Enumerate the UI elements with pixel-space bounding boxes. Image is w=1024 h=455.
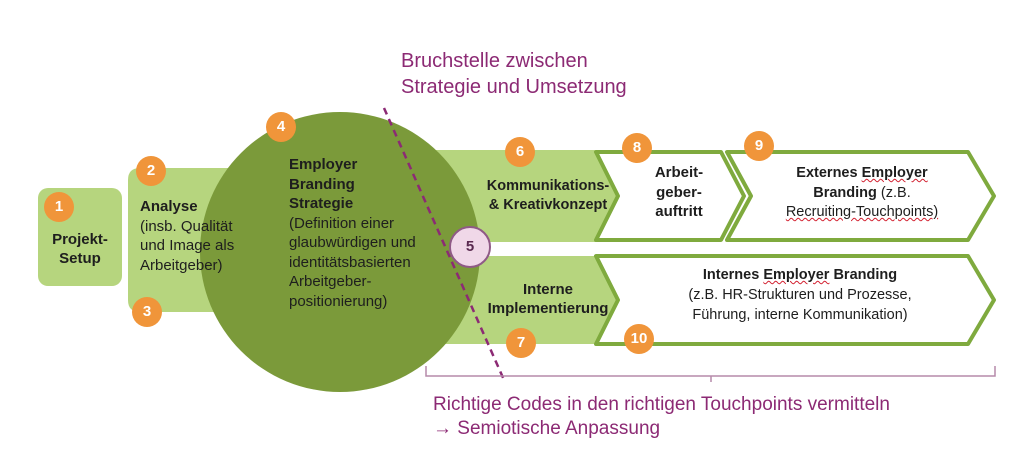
- step-4-line-1: (Definition einer: [289, 214, 395, 232]
- annotation-bottom-line-2: → Semiotische Anpassung: [433, 418, 661, 439]
- step-6-badge: 6: [505, 137, 535, 167]
- step-10-chevron: [594, 254, 996, 346]
- step-6-line-1: Kommunikations-: [486, 178, 610, 194]
- step-2-line-2: und Image als: [140, 237, 235, 254]
- step-9-badge: 9: [744, 131, 774, 161]
- step-2-line-3: Arbeitgeber): [140, 256, 223, 274]
- step-8-line-3: auftritt: [655, 203, 703, 220]
- step-4-circle: [200, 112, 480, 392]
- step-10-title-a: Internes: [702, 267, 764, 283]
- step-9-title-b: Employer: [861, 165, 928, 181]
- step-8-line-2: geber-: [656, 183, 702, 201]
- step-2-line-1: (insb. Qualität: [140, 217, 233, 235]
- step-9-line-3: Recruiting-Touchpoints): [785, 204, 939, 220]
- step-1-line-2: Setup: [59, 250, 101, 267]
- step-4-title-2: Branding: [289, 175, 355, 193]
- step-8-badge: 8: [622, 133, 652, 163]
- step-1-line-1: Projekt-: [52, 231, 108, 248]
- annotation-top-line-2: Strategie und Umsetzung: [401, 76, 627, 98]
- step-7-label: Interne Implementierung: [462, 280, 634, 318]
- step-7-line-2: Implementierung: [487, 300, 609, 317]
- step-4-line-2: glaubwürdigen und: [289, 234, 416, 251]
- step-1-badge: 1: [44, 192, 74, 222]
- break-line: [382, 107, 506, 381]
- step-9-line2-a: Branding: [813, 184, 877, 201]
- step-6-label: Kommunikations- & Kreativkonzept: [462, 177, 634, 215]
- step-1-label: Projekt- Setup: [38, 230, 122, 268]
- step-4-label: Employer Branding Strategie (Definition …: [289, 155, 416, 311]
- annotation-bottom-line-1: Richtige Codes in den richtigen Touchpoi…: [433, 394, 890, 415]
- step-9-chevron: [725, 150, 996, 242]
- annotation-top-line-1: Bruchstelle zwischen: [401, 50, 588, 72]
- step-4-title-1: Employer: [289, 156, 358, 173]
- step-6-line-2: & Kreativkonzept: [488, 197, 608, 213]
- annotation-bottom: Richtige Codes in den richtigen Touchpoi…: [433, 393, 890, 441]
- step-10-title-c: Branding: [829, 267, 898, 283]
- step-9-line2-b: (z.B.: [876, 184, 911, 201]
- step-4-badge: 4: [266, 112, 296, 142]
- step-4-line-3: identitätsbasierten: [289, 253, 411, 271]
- step-2-title: Analyse: [140, 198, 198, 215]
- step-10-line-2: (z.B. HR-Strukturen und Prozesse,: [688, 287, 912, 303]
- step-9-line-2: Branding (z.B.: [752, 184, 972, 204]
- step-5-badge: 5: [449, 226, 491, 268]
- step-8-label: Arbeit- geber- auftritt: [634, 163, 724, 222]
- step-2-badge: 2: [136, 156, 166, 186]
- step-8-line-1: Arbeit-: [654, 164, 704, 181]
- step-9-title-a: Externes: [796, 165, 862, 181]
- step-4-line-4: Arbeitgeber-: [289, 273, 372, 290]
- step-7-badge: 7: [506, 328, 536, 358]
- step-10-line-1: Internes Employer Branding: [630, 265, 970, 285]
- step-3-badge: 3: [132, 297, 162, 327]
- step-10-label: Internes Employer Branding (z.B. HR-Stru…: [630, 265, 970, 325]
- step-9-line-1: Externes Employer: [752, 164, 972, 184]
- annotation-top: Bruchstelle zwischen Strategie und Umset…: [401, 48, 627, 100]
- step-2-label: Analyse (insb. Qualität und Image als Ar…: [140, 197, 234, 275]
- step-8-chevron: [594, 150, 746, 242]
- step-9-label: Externes Employer Branding (z.B. Recruit…: [752, 164, 972, 223]
- step-10-title-b: Employer: [763, 267, 830, 283]
- step-4-title-3: Strategie: [289, 195, 354, 212]
- step-4-line-5: positionierung): [289, 292, 388, 310]
- step-10-badge: 10: [624, 324, 654, 354]
- step-7-line-1: Interne: [522, 281, 573, 298]
- step-10-line-3: Führung, interne Kommunikation): [692, 307, 908, 323]
- bottom-brace: [425, 366, 996, 382]
